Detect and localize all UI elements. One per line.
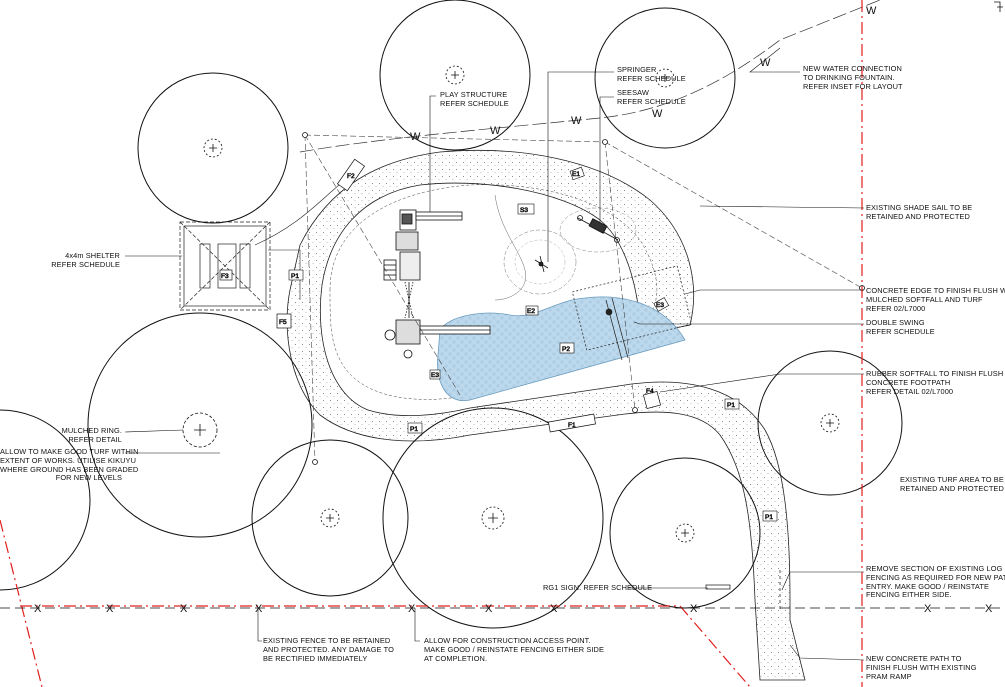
site-furniture: [276, 158, 781, 610]
fence-x-markers: X X X X X X X X X X: [34, 603, 993, 615]
tree-canopy: [594, 7, 736, 149]
tree-canopy: [137, 72, 289, 224]
seesaw: [577, 215, 620, 243]
water-line-markers: W W W W W W: [410, 5, 877, 143]
water-line: [299, 0, 881, 153]
tree-canopy: [251, 439, 409, 597]
svg-text:E1: E1: [572, 171, 580, 178]
label-rubber-softfall: RUBBER SOFTFALL TO FINISH FLUSH WITHCONC…: [866, 369, 1005, 396]
svg-text:P1: P1: [765, 514, 773, 521]
svg-text:S3: S3: [520, 207, 528, 214]
svg-text:W: W: [866, 5, 877, 17]
svg-text:F5: F5: [279, 319, 287, 326]
double-swing: [571, 265, 693, 361]
svg-text:W: W: [571, 115, 582, 127]
svg-text:P1: P1: [291, 273, 299, 280]
svg-text:W: W: [490, 125, 501, 137]
sail-post: [602, 139, 608, 145]
springer: [534, 255, 549, 273]
leader-lines: [124, 47, 865, 661]
label-access-point: ALLOW FOR CONSTRUCTION ACCESS POINT.MAKE…: [424, 636, 604, 663]
svg-text:X: X: [255, 603, 263, 615]
svg-text:X: X: [690, 603, 698, 615]
svg-text:X: X: [34, 603, 42, 615]
play-structure: [383, 209, 491, 359]
concrete-path: [254, 150, 806, 681]
sail-post: [632, 407, 638, 413]
svg-text:P1: P1: [727, 402, 735, 409]
svg-text:F4: F4: [646, 388, 654, 395]
svg-text:X: X: [106, 603, 114, 615]
svg-text:X: X: [485, 603, 493, 615]
sail-post: [302, 132, 308, 138]
svg-text:X: X: [180, 603, 188, 615]
boundary-fence: [0, 0, 863, 687]
svg-text:F1: F1: [568, 422, 576, 429]
tree-canopy: [379, 0, 531, 151]
tree-canopy: [382, 407, 604, 629]
tree-canopy: [0, 409, 91, 591]
svg-text:W: W: [410, 131, 421, 143]
svg-text:X: X: [408, 603, 416, 615]
svg-text:E3: E3: [431, 372, 439, 379]
svg-text:X: X: [924, 603, 932, 615]
tree-canopies: [0, 0, 903, 629]
svg-text:X: X: [550, 603, 558, 615]
sail-post: [312, 459, 318, 465]
svg-text:E3: E3: [656, 302, 664, 309]
svg-text:X: X: [985, 603, 993, 615]
tree-canopy: [757, 350, 903, 496]
tree-trunks: [182, 65, 840, 543]
tree-canopy: [87, 312, 313, 538]
north-mark: [994, 1, 1003, 12]
shelter: [179, 221, 271, 311]
svg-text:F2: F2: [347, 173, 355, 180]
svg-text:F3: F3: [221, 273, 229, 280]
label-rg1-sign: RG1 SIGN. REFER SCHEDULE: [543, 583, 653, 592]
svg-text:E2: E2: [527, 308, 535, 315]
plan-code-tags: P1 P1 P1 P1 P2 S3 E1 E2 E3 E3 F1 F2 F3 F…: [221, 166, 778, 522]
svg-text:W: W: [652, 108, 663, 120]
svg-text:P2: P2: [562, 346, 570, 353]
mulched-softfall-area: [329, 184, 658, 400]
shade-sail: [304, 134, 863, 463]
svg-text:P1: P1: [410, 426, 418, 433]
label-mulched-ring: MULCHED RING.REFER DETAIL: [61, 426, 122, 444]
svg-text:W: W: [760, 57, 771, 69]
